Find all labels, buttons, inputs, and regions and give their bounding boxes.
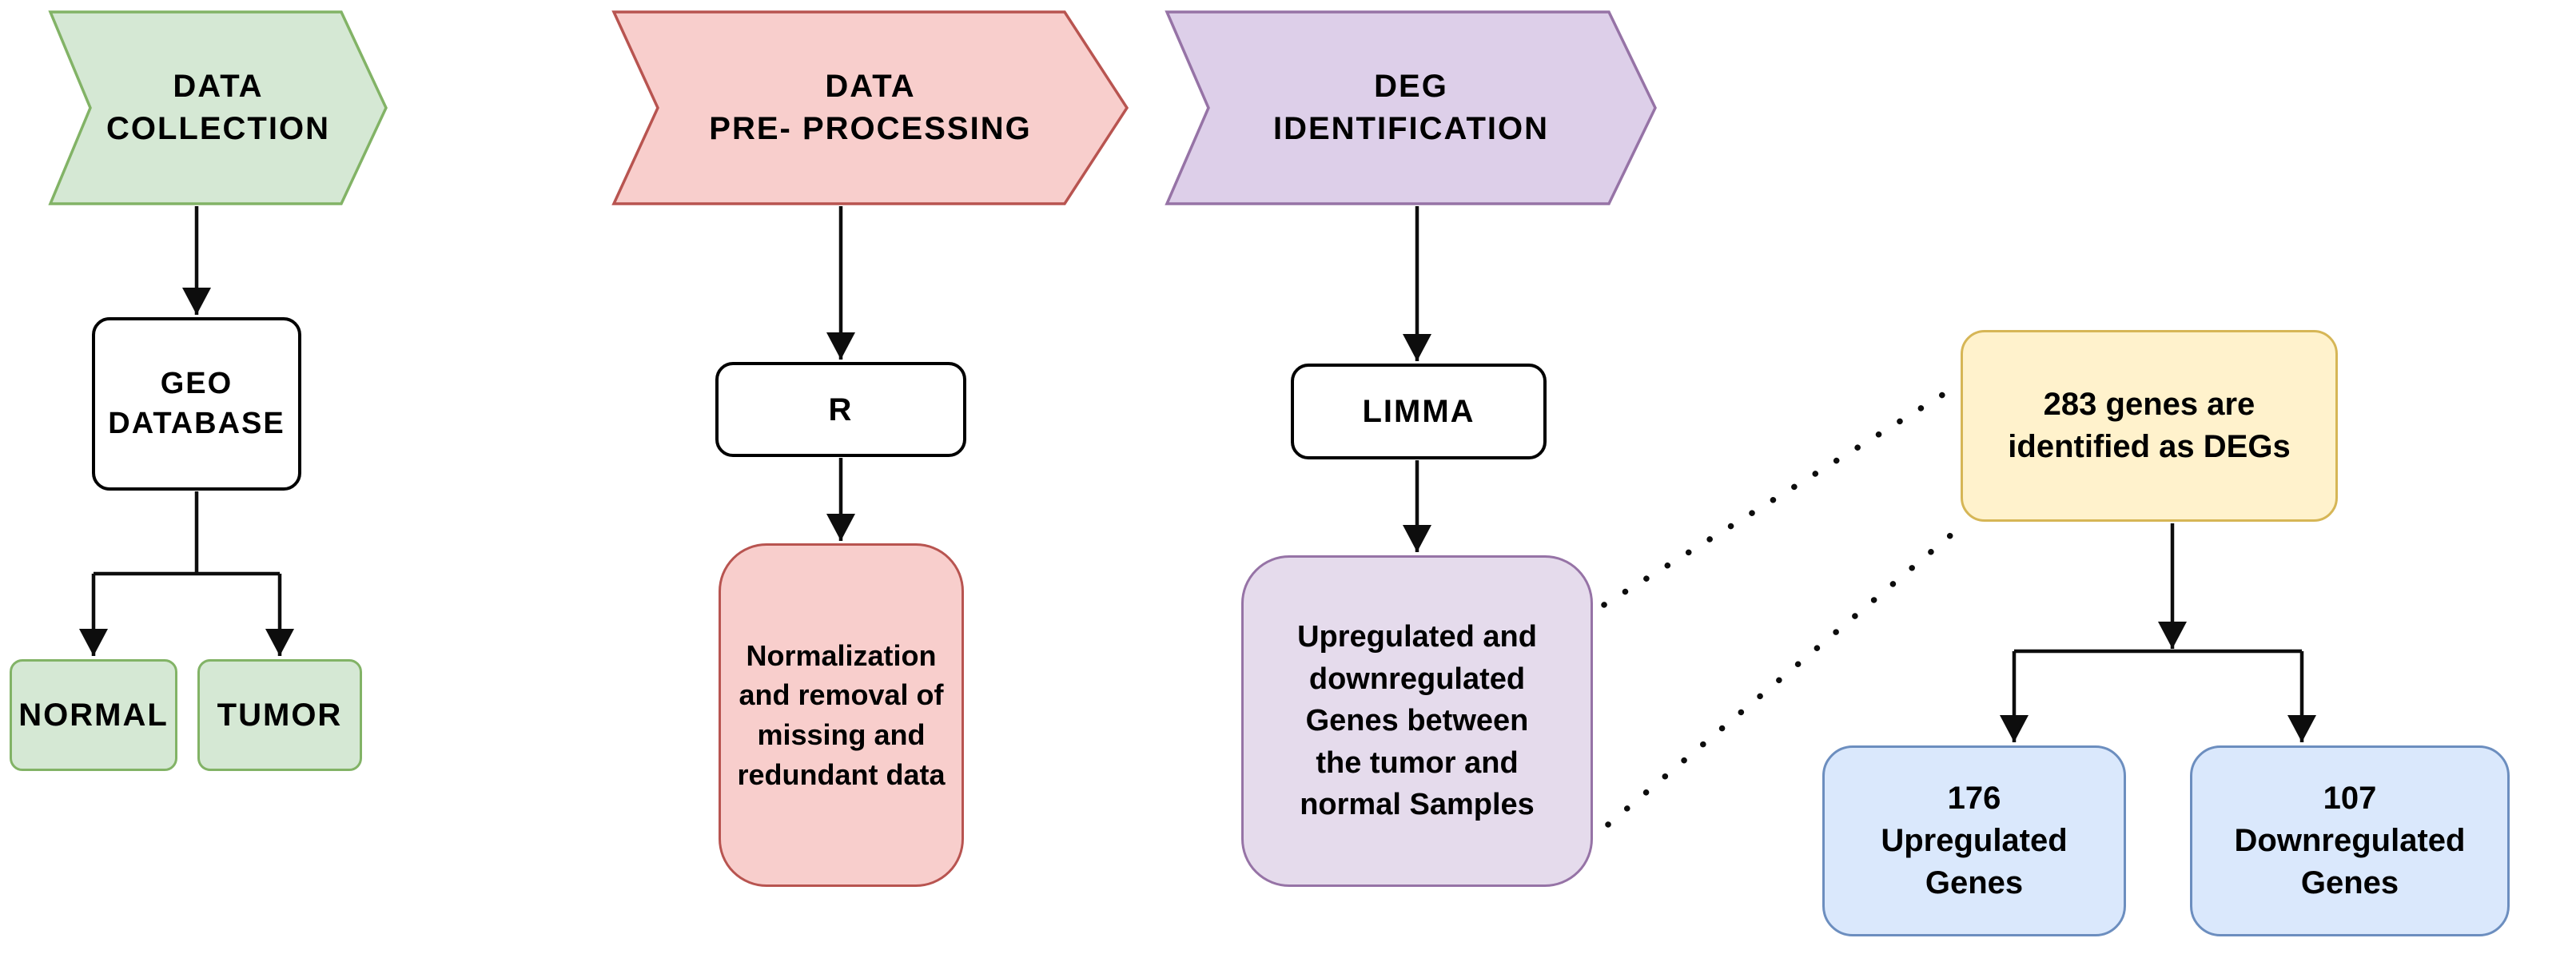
stage-chevron-deg-identification: [1165, 10, 1657, 205]
stage-chevron-data-preprocessing: [611, 10, 1129, 205]
node-geo-database: GEO DATABASE: [92, 317, 301, 491]
node-r: R: [715, 362, 966, 457]
node-upregulated-genes: 176 Upregulated Genes: [1822, 745, 2126, 936]
node-limma: LIMMA: [1291, 364, 1547, 459]
split-geo-trunk: [94, 491, 280, 576]
stage-chevron-data-collection: [48, 10, 388, 205]
stage-label-data-preprocessing: DATA PRE- PROCESSING: [709, 69, 1032, 146]
stage-label-deg-identification: DEG IDENTIFICATION: [1272, 69, 1549, 146]
node-normal-samples: NORMAL: [10, 659, 177, 771]
node-updown-genes-note: Upregulated and downregulated Genes betw…: [1241, 555, 1593, 887]
node-normalization-note: Normalization and removal of missing and…: [719, 543, 964, 887]
node-tumor-samples: TUMOR: [197, 659, 362, 771]
dotted-link-upper: [1601, 386, 1955, 608]
stage-label-data-collection: DATA COLLECTION: [106, 69, 330, 146]
node-downregulated-genes: 107 Downregulated Genes: [2190, 745, 2510, 936]
dotted-link-lower: [1605, 526, 1961, 828]
node-degs-total: 283 genes are identified as DEGs: [1961, 330, 2338, 522]
